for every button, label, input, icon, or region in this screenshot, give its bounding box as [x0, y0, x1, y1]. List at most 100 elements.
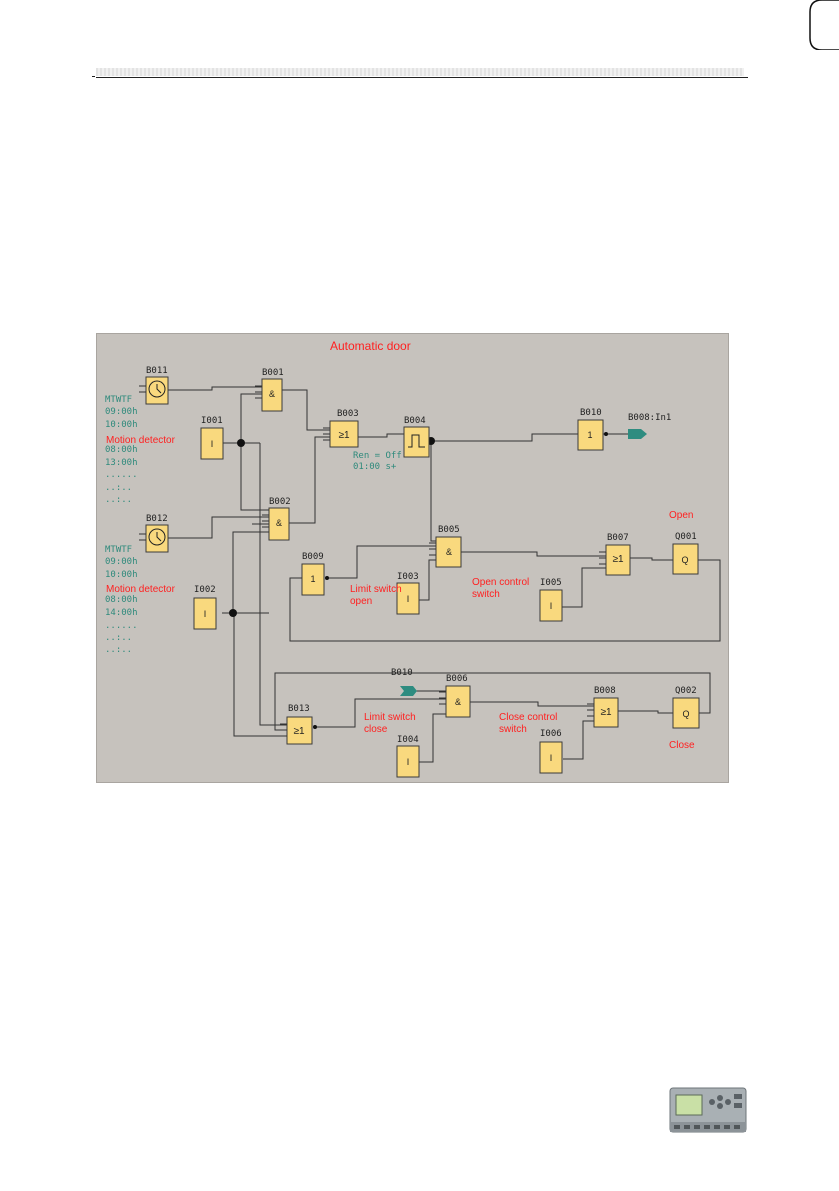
connector-label: B008:In1: [628, 413, 671, 423]
input-I006: I I006: [539, 729, 563, 774]
clock-param: 08:00h: [105, 595, 138, 605]
block-symbol: &: [446, 547, 452, 557]
block-label: I006: [540, 729, 562, 739]
block-label: B010: [580, 408, 602, 418]
block-label: B006: [446, 674, 468, 684]
block-label: B008: [594, 686, 616, 696]
negation-dot: [325, 576, 329, 580]
junction-dot: [237, 439, 245, 447]
input-I003: I I003: [396, 572, 420, 615]
clock-param: ..:..: [105, 495, 132, 505]
block-symbol: ≥1: [600, 707, 611, 718]
clock-param: 09:00h: [105, 557, 138, 567]
block-symbol: 1: [310, 574, 315, 584]
clock-param: MTWTF: [105, 395, 132, 405]
annotation-limit-switch-close: Limit switch: [364, 712, 416, 723]
output-pins: [313, 432, 608, 729]
block-B011: B011: [145, 366, 169, 405]
block-symbol: &: [269, 389, 275, 399]
diagram-canvas: B011 B012 & B001 & B002 ≥1 B003 B004 1 B…: [105, 339, 721, 778]
block-label: B013: [288, 704, 310, 714]
input-pins: [139, 385, 606, 737]
block-B001: & B001: [261, 368, 284, 412]
block-symbol: &: [455, 697, 461, 707]
wires: [167, 386, 721, 763]
block-symbol: I: [211, 439, 214, 449]
clock-param: 10:00h: [105, 570, 138, 580]
annotation-close-control: Close control: [499, 712, 557, 723]
clock-param: 09:00h: [105, 407, 138, 417]
block-B012: B012: [145, 514, 169, 553]
clock-param: ......: [105, 621, 138, 631]
clock-param: 10:00h: [105, 420, 138, 430]
annotation-close: Close: [669, 740, 695, 751]
annotations: Motion detector Motion detector Limit sw…: [106, 435, 695, 751]
clock1-params: MTWTF 09:00h 10:00h 08:00h 13:00h ......…: [105, 395, 138, 505]
annotation-motion-detector: Motion detector: [106, 435, 176, 446]
block-label: B011: [146, 366, 168, 376]
clock-param: ......: [105, 470, 138, 480]
clock-param: ..:..: [105, 483, 132, 493]
negation-dot: [313, 725, 317, 729]
block-symbol: ≥1: [293, 726, 304, 737]
annotation-limit-switch-close: close: [364, 724, 388, 735]
block-symbol: I: [550, 753, 553, 763]
block-B004: B004: [403, 416, 430, 458]
block-symbol: Q: [681, 555, 688, 565]
block-B002: & B002: [268, 497, 291, 541]
block-symbol: ≥1: [338, 430, 349, 441]
negation-dot: [604, 432, 608, 436]
clock-param: 13:00h: [105, 458, 138, 468]
block-symbol: I: [204, 609, 207, 619]
block-label: I001: [201, 416, 223, 426]
timer-param: Ren = Off: [353, 451, 402, 461]
input-I002: I I002: [193, 585, 217, 630]
header-rule: [96, 77, 748, 78]
junction-dot: [229, 609, 237, 617]
block-B013: ≥1 B013: [286, 704, 313, 745]
logic-diagram: B011 B012 & B001 & B002 ≥1 B003 B004 1 B…: [96, 333, 729, 783]
block-label: B003: [337, 409, 359, 419]
input-I005: I I005: [539, 578, 563, 622]
header-tick: [92, 76, 95, 77]
block-B008: ≥1 B008: [593, 686, 619, 728]
timer-param: 01:00 s+: [353, 462, 397, 472]
block-label: B002: [269, 497, 291, 507]
block-label: I005: [540, 578, 562, 588]
connector-label: B010: [391, 668, 413, 678]
clock-param: 08:00h: [105, 445, 138, 455]
block-label: B004: [404, 416, 426, 426]
block-B010: 1 B010: [577, 408, 604, 451]
block-label: I003: [397, 572, 419, 582]
block-B009: 1 B009: [301, 552, 325, 596]
page-tab-marker: [800, 0, 839, 51]
input-I004: I I004: [396, 735, 420, 778]
diagram-title: Automatic door: [330, 339, 411, 353]
logo-device-illustration: [668, 1082, 748, 1143]
clock-param: ..:..: [105, 645, 132, 655]
block-label: I004: [397, 735, 419, 745]
connector-out: B008:In1: [628, 413, 671, 439]
block-B003: ≥1 B003: [329, 409, 359, 448]
block-symbol: ≥1: [612, 554, 623, 565]
connector-in: B010: [391, 668, 417, 696]
output-Q002: Q Q002: [672, 686, 700, 729]
output-Q001: Q Q001: [672, 532, 699, 575]
annotation-open-control: Open control: [472, 577, 529, 588]
clock-param: ..:..: [105, 633, 132, 643]
block-B005: & B005: [435, 525, 462, 568]
annotation-close-control: switch: [499, 724, 527, 735]
annotation-open-control: switch: [472, 589, 500, 600]
block-label: I002: [194, 585, 216, 595]
block-label: Q001: [675, 532, 697, 542]
annotation-open: Open: [669, 510, 693, 521]
block-label: B007: [607, 533, 629, 543]
block-B007: ≥1 B007: [605, 533, 631, 576]
block-symbol: I: [407, 594, 410, 604]
annotation-limit-switch-open: open: [350, 596, 372, 607]
annotation-limit-switch-open: Limit switch: [350, 584, 402, 595]
block-label: B012: [146, 514, 168, 524]
block-label: B009: [302, 552, 324, 562]
block-symbol: 1: [587, 430, 592, 440]
block-B006: & B006: [445, 674, 471, 718]
